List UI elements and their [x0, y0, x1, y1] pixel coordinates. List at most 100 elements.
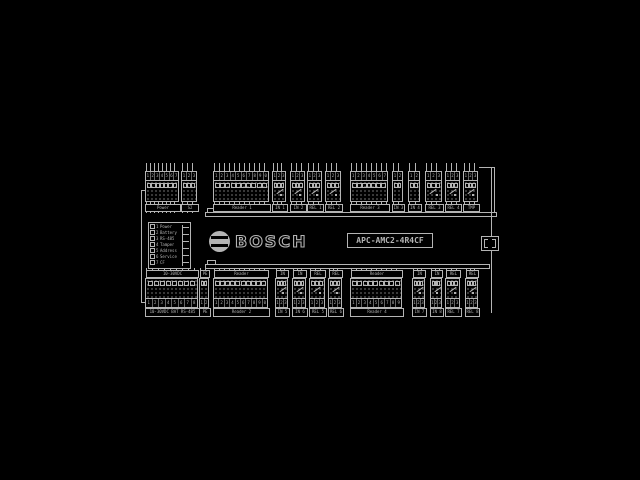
- pin-ticks: [273, 163, 285, 171]
- screw-terminal: [467, 281, 470, 286]
- block-body: [351, 181, 387, 201]
- block-cells: Reader: [214, 270, 269, 278]
- block-body: [326, 181, 340, 201]
- pin-ticks: [393, 163, 402, 171]
- screw-terminal: [201, 281, 204, 286]
- pin-number: 8: [391, 299, 397, 307]
- screw-terminal: [299, 183, 304, 188]
- screw-terminal: [261, 183, 267, 188]
- screw-terminal: [435, 183, 440, 188]
- screw-terminal: [151, 183, 156, 188]
- pin-number: 2: [297, 299, 302, 307]
- wire-right-secondary: [494, 167, 495, 213]
- screw-terminal: [352, 281, 358, 286]
- block-body: [426, 181, 441, 201]
- block-caption: IN 4: [408, 204, 422, 212]
- screw-terminal: [432, 281, 435, 286]
- pin-ticks: [308, 163, 321, 171]
- bosch-logo: BOSCH: [209, 231, 307, 252]
- screw-terminal: [389, 281, 395, 286]
- screw-terminal: [240, 281, 246, 286]
- screw-terminal: [465, 183, 469, 188]
- screw-terminal: [225, 281, 231, 286]
- block-caption: 10-30VDC BAT RS-485: [145, 308, 200, 317]
- block-caption: REL 6: [328, 308, 344, 317]
- terminal-screws: [447, 281, 459, 286]
- screw-terminal: [447, 183, 451, 188]
- pin-number: 2: [315, 299, 320, 307]
- relay-contact-dot: [336, 292, 338, 294]
- pin-number: 5: [236, 172, 242, 180]
- terminal-screws: [215, 281, 266, 286]
- screw-terminal: [330, 281, 334, 286]
- screw-terminal: [184, 281, 190, 286]
- row-checkbox: [150, 223, 155, 229]
- screw-terminal: [235, 281, 241, 286]
- screw-terminal: [260, 281, 266, 286]
- block-caption: IN 1: [272, 204, 288, 212]
- pin-number: 7: [383, 173, 387, 178]
- pin-number: 2: [415, 173, 418, 178]
- pin-number: 2: [470, 299, 474, 307]
- block-caption: S2: [181, 204, 199, 212]
- row-number: 4: [156, 241, 159, 247]
- screw-terminal: [309, 183, 313, 188]
- pin-number: 9: [258, 172, 264, 180]
- pin-ticks: [426, 163, 441, 171]
- row-label: RS-485: [160, 235, 175, 241]
- pin-number: 7: [247, 172, 253, 180]
- pin-number: 7: [247, 299, 252, 307]
- pin-number: 9: [397, 300, 400, 305]
- screw-terminal: [241, 183, 247, 188]
- pin-number: 1: [446, 172, 451, 180]
- terminal-screws: [410, 183, 418, 188]
- pin-number: 1: [393, 172, 398, 180]
- pin-number: 1: [466, 299, 470, 307]
- screw-terminal: [164, 183, 169, 188]
- row-checkbox: [150, 259, 155, 265]
- pin-number: 3: [284, 300, 287, 305]
- screw-terminal: [376, 183, 382, 188]
- pin-number: 2: [205, 300, 208, 305]
- terminal-screws: [447, 183, 459, 188]
- row-number: 7: [156, 259, 159, 265]
- screw-terminal: [172, 183, 177, 188]
- pin-number: 2: [398, 173, 402, 178]
- block-body: [146, 181, 178, 201]
- pin-number: 7: [185, 299, 192, 307]
- pin-ticks: [146, 163, 178, 171]
- pin-number: 1: [146, 172, 151, 180]
- screw-terminal: [250, 281, 256, 286]
- bosch-armature-slot: [211, 244, 228, 247]
- pin-number: 1: [182, 172, 187, 180]
- terminal-screws: [330, 281, 340, 286]
- pin-number: 1: [329, 299, 334, 307]
- pin-number: 3: [225, 172, 231, 180]
- screw-terminal: [378, 281, 384, 286]
- bosch-armature-pole: [217, 233, 222, 250]
- block-caption: REL 2: [325, 204, 343, 212]
- screw-terminal: [373, 281, 379, 286]
- pin-number: 3: [300, 173, 304, 178]
- pin-number: 3: [362, 299, 369, 307]
- screw-terminal: [220, 183, 226, 188]
- screw-terminal: [473, 281, 476, 286]
- pin-number: 1: [291, 172, 296, 180]
- terminal-screws: [292, 183, 304, 188]
- board-rail-bottom-tab: [207, 260, 216, 265]
- block-caption: Reader 4: [350, 308, 404, 317]
- relay-contact-dot: [436, 292, 438, 294]
